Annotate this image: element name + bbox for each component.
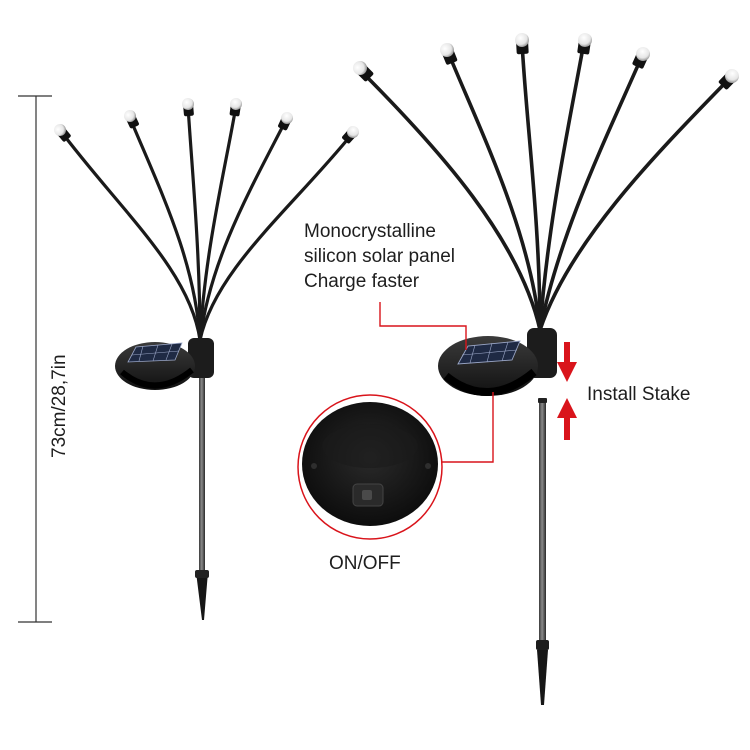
right-solar-light bbox=[353, 33, 739, 705]
panel-label-line2: silicon solar panel bbox=[304, 246, 456, 267]
panel-callout-text: Monocrystalline silicon solar panel Char… bbox=[304, 220, 455, 295]
left-solar-panel bbox=[115, 342, 195, 390]
right-stake bbox=[539, 400, 546, 650]
left-light-stems bbox=[58, 104, 354, 342]
right-light-bulbs bbox=[353, 33, 739, 90]
up-arrow-icon bbox=[557, 398, 577, 440]
install-arrows bbox=[557, 342, 577, 440]
left-light-bulbs bbox=[54, 98, 359, 144]
right-solar-panel bbox=[438, 336, 538, 397]
right-stake-tip bbox=[537, 650, 548, 705]
left-stake-tip bbox=[196, 572, 208, 620]
switch-label: ON/OFF bbox=[329, 553, 401, 574]
panel-callout-line bbox=[379, 302, 467, 350]
left-solar-light bbox=[54, 98, 359, 620]
panel-label-line3: Charge faster bbox=[304, 271, 420, 292]
height-label: 73cm/28,7in bbox=[49, 354, 70, 458]
housing-back-view bbox=[297, 394, 443, 540]
on-off-switch[interactable] bbox=[352, 483, 384, 507]
left-stake bbox=[199, 345, 205, 595]
panel-label-line1: Monocrystalline bbox=[304, 221, 436, 242]
install-stake-label: Install Stake bbox=[587, 384, 691, 405]
down-arrow-icon bbox=[557, 342, 577, 382]
right-light-stems bbox=[358, 40, 732, 332]
height-dimension bbox=[18, 95, 52, 623]
switch-callout-line bbox=[438, 392, 494, 463]
